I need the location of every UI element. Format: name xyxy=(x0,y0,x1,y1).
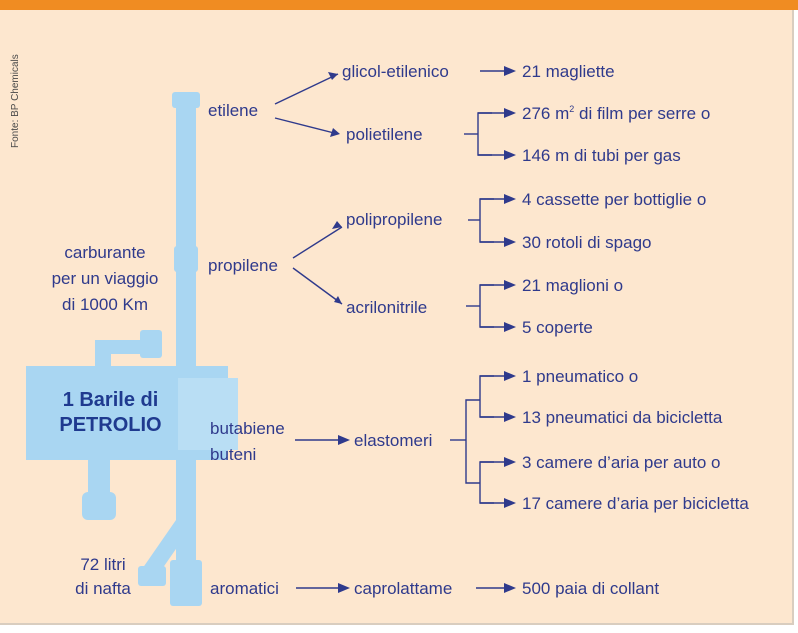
arrowhead-collant xyxy=(504,583,516,593)
fraction-butabiene: butabiene xyxy=(210,419,285,438)
intermediate-polipropilene: polipropilene xyxy=(346,210,443,229)
left-pipe-cap xyxy=(140,330,162,358)
bracket-elastomeri-top xyxy=(479,375,494,418)
product-pneumatico: 1 pneumatico o xyxy=(522,367,639,386)
product-magliette: 21 magliette xyxy=(522,62,615,81)
column-node-propilene xyxy=(174,246,198,272)
barrel-line-2: PETROLIO xyxy=(59,414,162,436)
product-coperte: 5 coperte xyxy=(522,318,593,337)
lower-outlet xyxy=(88,458,110,498)
fraction-buteni: buteni xyxy=(210,445,257,464)
diagonal-pipe xyxy=(140,520,196,572)
intermediate-polietilene: polietilene xyxy=(346,125,423,144)
product-film-sup: 2 xyxy=(569,104,575,114)
intermediate-elastomeri: elastomeri xyxy=(354,431,433,450)
bracket-elastomeri xyxy=(465,399,480,484)
arrowhead-cassette xyxy=(504,194,516,204)
product-maglioni: 21 maglioni o xyxy=(522,276,624,295)
product-tubi: 146 m di tubi per gas xyxy=(522,146,681,165)
product-camere-bici: 17 camere d’aria per bicicletta xyxy=(522,494,749,513)
source-credit: Fonte: BP Chemicals xyxy=(10,54,21,148)
top-accent-bar xyxy=(0,0,798,10)
arrowhead-camere-auto xyxy=(504,457,516,467)
arrowhead-acrilonitrile xyxy=(334,296,342,304)
main-column xyxy=(176,98,196,604)
bracket-elastomeri-bottom xyxy=(479,461,494,504)
product-camere-auto: 3 camere d’aria per auto o xyxy=(522,453,721,472)
product-film: 276 m2 di film per serre o xyxy=(522,104,711,123)
fraction-aromatici: aromatici xyxy=(210,579,279,598)
arrowhead-rotoli xyxy=(504,237,516,247)
connector-etilene-glicol xyxy=(274,73,339,105)
arrowhead-camere-bici xyxy=(504,498,516,508)
fuel-line-3: di 1000 Km xyxy=(62,295,148,314)
product-film-qty: 276 m xyxy=(522,104,570,123)
diagram-panel xyxy=(0,10,794,625)
column-base xyxy=(170,560,202,606)
intermediate-acrilonitrile: acrilonitrile xyxy=(346,298,428,317)
bracket-acrilonitrile xyxy=(479,284,494,328)
product-film-text: di film per serre o xyxy=(574,104,711,123)
product-pneumatici-bici: 13 pneumatici da bicicletta xyxy=(522,408,723,427)
product-cassette: 4 cassette per bottiglie o xyxy=(522,190,707,209)
barrel-side-block xyxy=(178,378,238,450)
arrowhead-tubi xyxy=(504,150,516,160)
fuel-line-1: carburante xyxy=(64,243,146,262)
diagonal-pipe-foot xyxy=(138,566,166,586)
arrowhead-film xyxy=(504,108,516,118)
column-cap xyxy=(172,92,200,108)
fuel-line-2: per un viaggio xyxy=(51,269,159,288)
arrowhead-pneumatico xyxy=(504,371,516,381)
intermediate-glicol-etilenico: glicol-etilenico xyxy=(342,62,449,81)
fraction-etilene: etilene xyxy=(208,101,259,120)
intermediate-caprolattame: caprolattame xyxy=(354,579,453,598)
arrowhead-elastomeri xyxy=(338,435,350,445)
product-rotoli: 30 rotoli di spago xyxy=(522,233,652,252)
bracket-polietilene xyxy=(477,112,492,156)
diesel-line-2: di nafta xyxy=(75,579,131,598)
connector-propilene-polipropilene xyxy=(292,226,343,259)
connector-etilene-polietilene xyxy=(274,117,339,135)
arrowhead-polipropilene xyxy=(332,221,342,229)
connector-propilene-acrilonitrile xyxy=(292,267,343,305)
arrowhead-polietilene xyxy=(330,128,340,137)
product-collant: 500 paia di collant xyxy=(522,579,660,598)
arrowhead-caprolattame xyxy=(338,583,350,593)
lower-outlet-cap xyxy=(82,492,116,520)
barrel-label: 1 Barile di PETROLIO xyxy=(28,372,193,454)
diesel-label: 72 litri di nafta xyxy=(48,553,158,601)
fuel-label: carburante per un viaggio di 1000 Km xyxy=(20,240,190,318)
bracket-polipropilene xyxy=(479,198,494,243)
arrowhead-coperte xyxy=(504,322,516,332)
arrowhead-glicol xyxy=(328,72,338,80)
fraction-propilene: propilene xyxy=(208,256,278,275)
diesel-line-1: 72 litri xyxy=(80,555,126,574)
arrowhead-magliette xyxy=(504,66,516,76)
arrowhead-pneumatici-bici xyxy=(504,412,516,422)
arrowhead-maglioni xyxy=(504,280,516,290)
barrel-line-1: 1 Barile di xyxy=(62,389,159,411)
